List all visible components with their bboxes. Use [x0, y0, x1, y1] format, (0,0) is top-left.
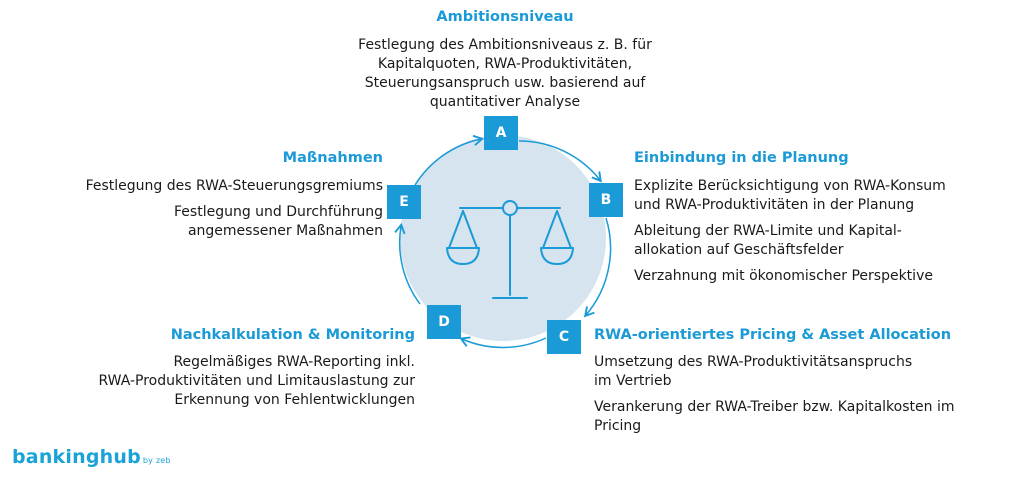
- text-line: allokation auf Geschäftsfelder: [634, 242, 844, 258]
- text-line: Festlegung und Durchführung: [174, 204, 383, 220]
- section-a-title: Ambitionsniveau: [436, 9, 574, 25]
- text-line: Verzahnung mit ökonomischer Perspektive: [634, 268, 933, 284]
- text-line: im Vertrieb: [594, 373, 672, 389]
- arrow-c-to-d: [459, 336, 547, 349]
- arrow-a-to-b: [518, 140, 602, 183]
- text-line: Ableitung der RWA-Limite und Kapital-: [634, 223, 902, 239]
- balance-scale-icon: [446, 200, 574, 299]
- section-a-text: Festlegung des Ambitionsniveaus z. B. fü…: [310, 36, 700, 112]
- arrow-d-to-e: [394, 222, 421, 305]
- section-b-text: Explizite Berücksichtigung von RWA-Konsu…: [634, 177, 946, 286]
- marker-a: A: [484, 116, 518, 150]
- section-e-text: Festlegung des RWA-Steuerungsgremiums Fe…: [86, 177, 383, 241]
- text-line: Kapitalquoten, RWA-Produktivitäten,: [377, 56, 633, 72]
- text-line: angemessener Maßnahmen: [187, 223, 383, 239]
- text-line: Umsetzung des RWA-Produktivitätsanspruch…: [594, 354, 913, 370]
- text-line: RWA-Produktivitäten und Limitauslastung …: [98, 373, 415, 389]
- text-line: Verankerung der RWA-Treiber bzw. Kapital…: [594, 399, 955, 415]
- marker-c: C: [547, 320, 581, 354]
- text-line: Explizite Berücksichtigung von RWA-Konsu…: [634, 178, 946, 194]
- text-line: Erkennung von Fehlentwicklungen: [174, 392, 415, 408]
- section-e-title: Maßnahmen: [282, 150, 383, 166]
- brand-name: bankinghub: [12, 446, 141, 468]
- text-line: Festlegung des Ambitionsniveaus z. B. fü…: [358, 37, 652, 53]
- marker-e: E: [387, 185, 421, 219]
- section-c-text: Umsetzung des RWA-Produktivitätsanspruch…: [594, 353, 954, 436]
- marker-b: B: [589, 183, 623, 217]
- text-line: und RWA-Produktivitäten in der Planung: [634, 197, 915, 213]
- text-line: Steuerungsanspruch usw. basierend auf: [364, 75, 646, 91]
- arrow-b-to-c: [583, 217, 612, 318]
- brand-suffix: by zeb: [142, 456, 171, 465]
- arrow-e-to-a: [414, 134, 485, 186]
- marker-d: D: [427, 305, 461, 339]
- text-line: Regelmäßiges RWA-Reporting inkl.: [173, 354, 415, 370]
- section-d-text: Regelmäßiges RWA-Reporting inkl. RWA-Pro…: [98, 353, 415, 410]
- section-c-title: RWA-orientiertes Pricing & Asset Allocat…: [594, 327, 952, 343]
- text-line: Pricing: [594, 418, 642, 434]
- text-line: quantitativer Analyse: [429, 94, 581, 110]
- center-circle: [400, 135, 606, 341]
- section-d-title: Nachkalkulation & Monitoring: [170, 327, 415, 343]
- text-line: Festlegung des RWA-Steuerungsgremiums: [85, 178, 383, 194]
- section-b-title: Einbindung in die Planung: [634, 150, 849, 166]
